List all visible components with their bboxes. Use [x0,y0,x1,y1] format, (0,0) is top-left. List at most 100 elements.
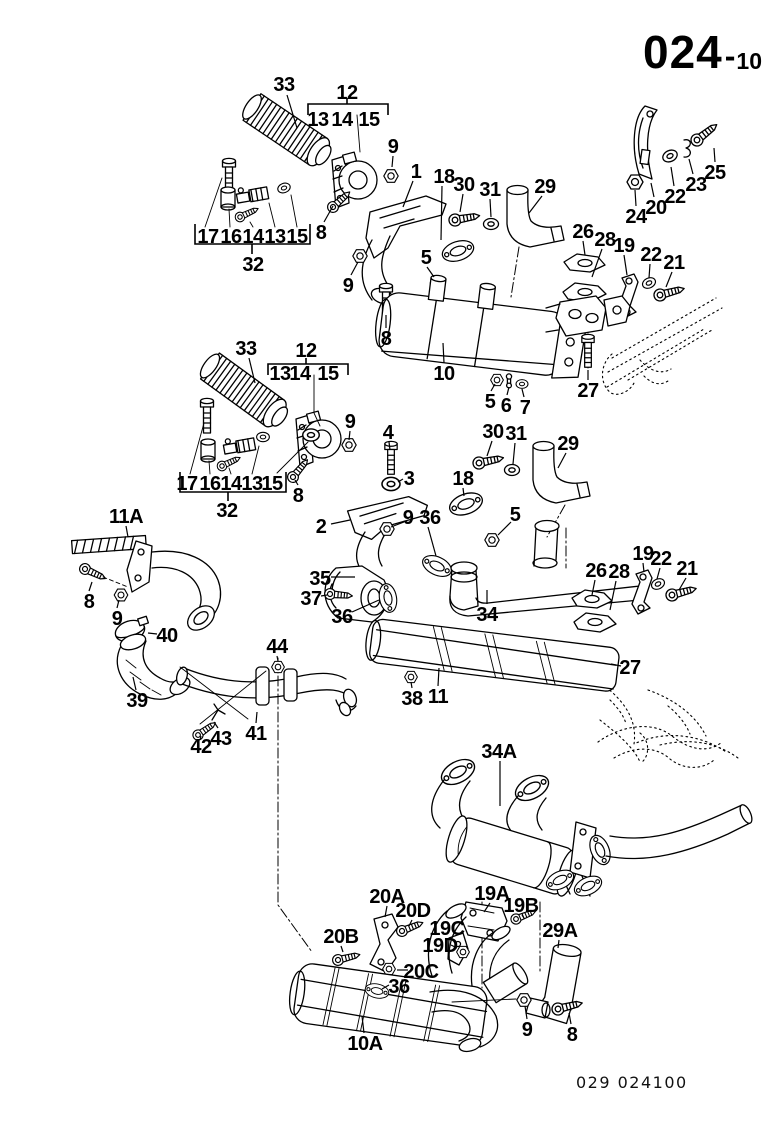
flex-joint-12 [295,410,342,468]
part-label-19B: 19B [503,895,538,917]
part-label-29: 29 [534,176,556,198]
leader-line-44 [276,655,279,662]
clip-43 [211,703,226,721]
part-label-19A: 19A [474,883,509,905]
stud-6 [505,373,513,389]
bracket-20A [369,913,399,973]
group-bracket [179,472,287,493]
strap-bracket-19 [631,569,653,615]
leader-line-3 [397,478,404,483]
leader-line-9 [350,261,359,276]
leader-line-1 [402,180,414,208]
part-label-11: 11 [428,686,449,708]
leader-line-19C [449,937,456,943]
clamp-halves-13-14 [222,437,257,455]
leader-line-26 [582,240,586,256]
part-label-37: 37 [300,588,322,610]
part-label-19: 19 [632,543,654,565]
bolt-30 [447,209,482,228]
part-label-35: 35 [309,568,331,590]
part-label-9: 9 [345,411,356,433]
part-label-17: 17 [176,473,198,495]
part-label-5: 5 [510,504,521,526]
part-label-14: 14 [331,109,354,131]
leader-cross-lines [179,666,267,725]
bolt-21 [652,282,687,303]
part-label-19D: 19D [422,935,457,957]
part-label-41: 41 [245,723,267,745]
bolt-14 [233,203,261,224]
part-label-9: 9 [522,1019,533,1041]
leader-line-20D [408,919,413,927]
washer-22 [660,147,680,165]
leader-line-33 [248,357,256,384]
part-label-15: 15 [286,226,308,248]
leader-line-8 [88,581,93,592]
part-label-24: 24 [625,206,648,228]
part-label-18: 18 [452,468,474,490]
part-label-30: 30 [482,421,504,443]
part-label-27: 27 [577,380,599,402]
leader-line-39 [132,676,137,691]
part-label-1: 1 [411,161,422,183]
page-number: 024 - 10 [643,29,762,75]
part-label-8: 8 [567,1024,578,1046]
part-label-28: 28 [594,229,616,251]
part-label-15: 15 [261,473,283,495]
leader-line-37 [320,594,328,597]
leader-line-20B [340,945,344,953]
leader-line-5 [426,266,435,278]
part-label-15: 15 [317,363,339,385]
bolt-30 [471,451,506,471]
leader-line-23 [688,158,694,175]
leader-line-21 [678,577,687,591]
leader-line-9 [348,430,351,441]
part-label-8: 8 [293,485,304,507]
leader-line-7 [521,388,525,398]
leader-line-27 [610,663,622,667]
nut-19D [456,945,470,959]
leader-line-29 [528,195,543,214]
part-label-20A: 20A [369,886,404,908]
part-label-36: 36 [388,976,410,998]
exhaust-pipe-41 [175,666,358,717]
group-bracket [267,363,349,375]
clamp-plate-28 [573,612,617,633]
leader-line-33 [286,94,298,129]
muffler-10A [288,963,488,1047]
part-label-2: 2 [316,516,327,538]
part-label-22: 22 [664,186,686,208]
part-label-9: 9 [388,136,399,158]
leader-line-36 [427,526,437,557]
leader-line-19D [450,944,458,949]
part-label-12: 12 [336,82,358,104]
leader-line-38 [410,681,413,689]
leader-line-36 [351,599,380,613]
part-label-6: 6 [501,395,512,417]
leader-line-19 [623,254,628,276]
nut-44 [271,660,285,674]
downpipe-2 [355,531,386,569]
center-line-long [277,657,313,953]
leader-line-31 [512,442,516,465]
leader-line-30 [486,440,493,457]
part-label-22: 22 [650,548,672,570]
leader-line-31 [489,198,492,218]
part-label-20B: 20B [323,926,358,948]
leader-line-20A [384,905,388,918]
part-label-31: 31 [505,423,527,445]
part-label-15: 15 [358,109,380,131]
part-label-12: 12 [295,340,317,362]
part-label-39: 39 [126,690,148,712]
part-label-31: 31 [479,179,501,201]
leader-line-6 [506,386,510,396]
part-label-25: 25 [704,162,726,184]
leader-line-25 [713,147,716,163]
nut-5 [490,373,504,387]
part-label-22: 22 [640,244,662,266]
inlet-pipes-10A [427,903,511,987]
part-label-28: 28 [608,561,630,583]
cluster-leader-lines [204,114,361,228]
part-label-14: 14 [220,473,243,495]
